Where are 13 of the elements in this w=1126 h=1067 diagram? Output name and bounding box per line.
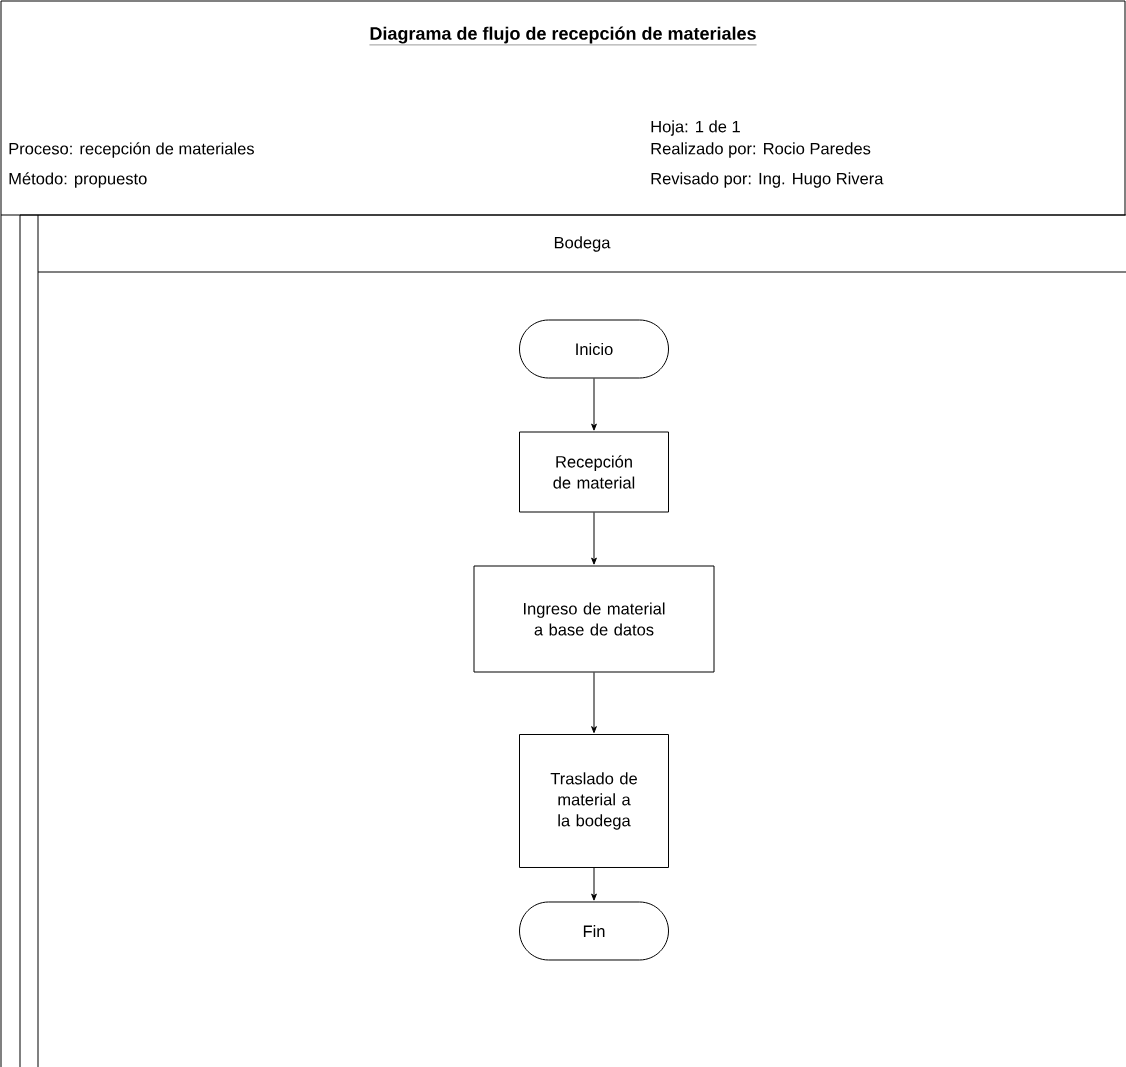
process-box: Traslado de material a la bodega (519, 734, 669, 868)
header-text: Revisado por: Ing. Hugo Rivera (651, 172, 884, 188)
title: Diagrama de flujo de recepción de materiales (369, 26, 757, 46)
header-text: Método: propuesto (9, 172, 147, 188)
header-text: Proceso: recepción de materiales (9, 142, 254, 158)
arrow (591, 512, 597, 565)
header-text: Hoja: 1 de 1 (651, 120, 740, 136)
process-box: Recepción de material (519, 431, 669, 513)
arrow (591, 867, 597, 901)
process-box: Ingreso de material a base de datos (473, 565, 715, 673)
arrow (591, 378, 597, 431)
arrow (591, 672, 597, 734)
header-text: Realizado por: Rocio Paredes (651, 142, 871, 158)
